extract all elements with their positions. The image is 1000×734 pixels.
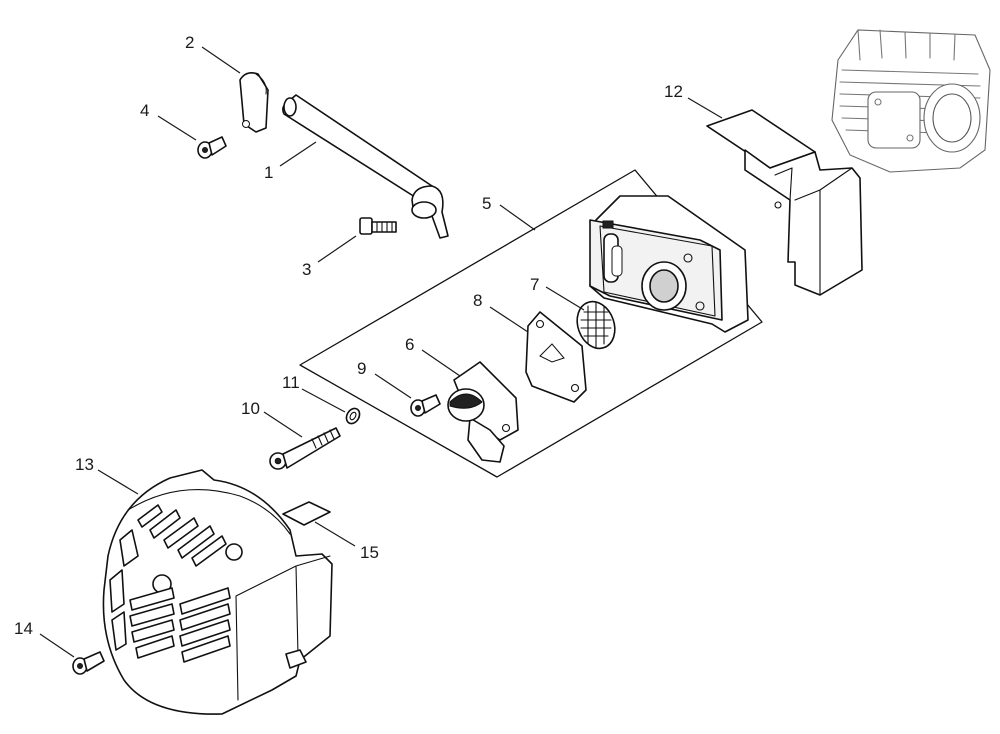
pipe-clamp [239, 72, 269, 133]
exhaust-deflector [447, 361, 519, 463]
callout-8: 8 [473, 291, 482, 310]
callout-1: 1 [264, 163, 273, 182]
callout-2: 2 [185, 33, 194, 52]
callout-5: 5 [482, 194, 491, 213]
callout-14: 14 [14, 619, 33, 638]
screw-14 [72, 651, 105, 675]
bolt-10 [269, 427, 341, 470]
callout-15: 15 [360, 543, 379, 562]
screw-4 [197, 136, 227, 159]
muffler-gasket [525, 311, 587, 403]
bolt-3 [359, 217, 397, 235]
callout-9: 9 [357, 359, 366, 378]
exhaust-pipe [282, 94, 449, 239]
callout-4: 4 [140, 101, 149, 120]
heat-shield [706, 109, 863, 296]
cylinder-block [831, 29, 991, 173]
warning-label-15 [282, 501, 331, 526]
muffler-cover [102, 469, 333, 715]
callout-12: 12 [664, 82, 683, 101]
callout-6: 6 [405, 335, 414, 354]
callout-13: 13 [75, 455, 94, 474]
screw-9 [410, 394, 441, 417]
callout-7: 7 [530, 275, 539, 294]
callout-labels: 1 2 3 4 5 6 7 8 9 10 11 12 13 14 15 [14, 33, 683, 638]
callout-3: 3 [302, 260, 311, 279]
muffler-body [589, 195, 749, 333]
callout-11: 11 [282, 373, 300, 392]
washer-11 [345, 407, 361, 425]
callout-10: 10 [241, 399, 260, 418]
spark-arrestor-screen [576, 300, 616, 350]
leader-lines [39, 46, 723, 658]
muffler-assembly-outline [299, 169, 763, 478]
